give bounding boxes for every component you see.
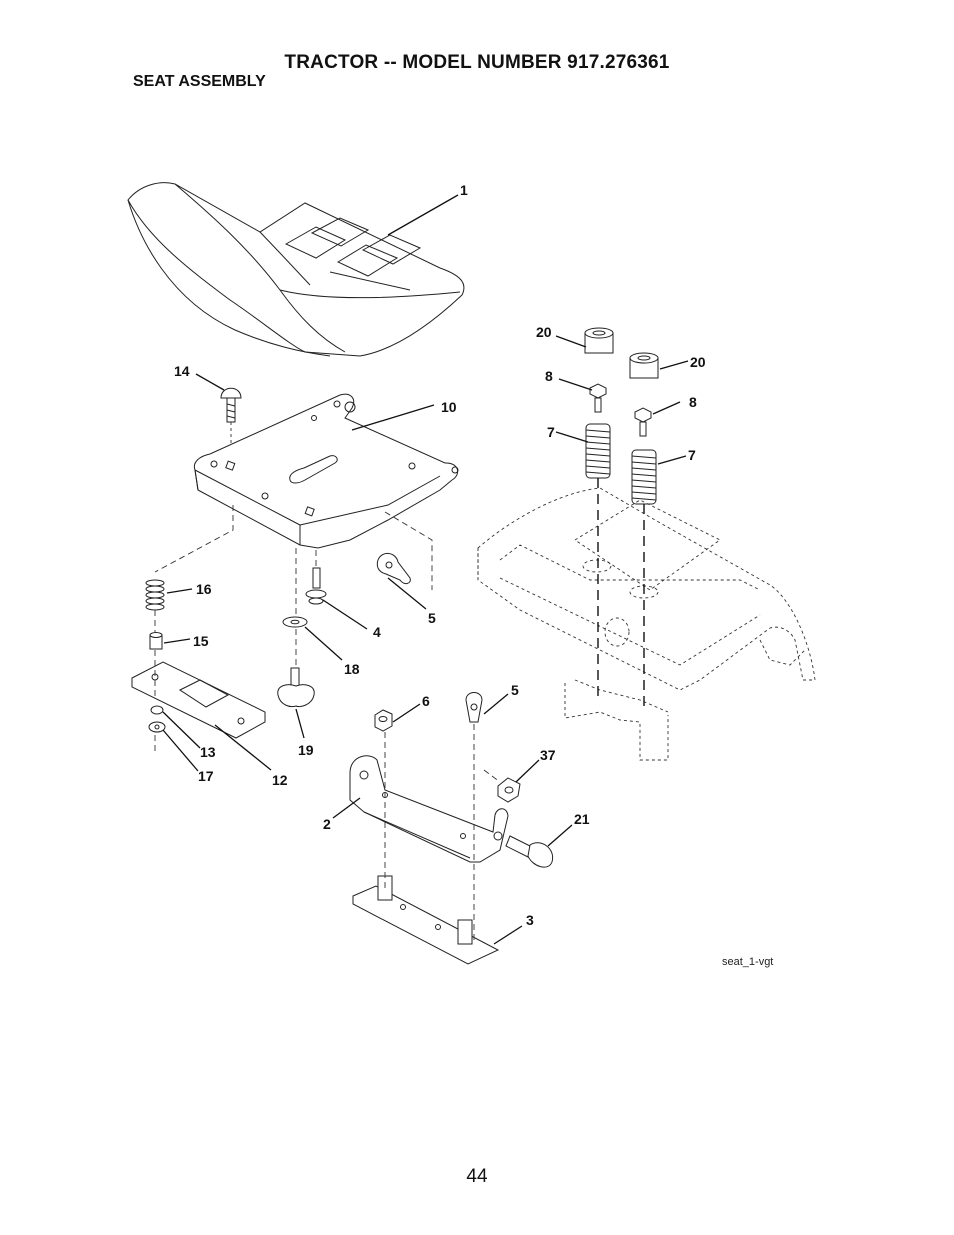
part-spacer <box>149 632 163 650</box>
leader-37 <box>515 759 540 783</box>
leader-10 <box>351 404 435 431</box>
leader-12 <box>214 724 272 771</box>
leader-18 <box>304 626 343 661</box>
leader-16 <box>166 588 193 594</box>
leader-20-left <box>555 335 587 348</box>
leader-3 <box>493 925 523 945</box>
part-clip-lower <box>465 692 483 723</box>
callout-5-lower: 5 <box>511 682 519 698</box>
callout-13: 13 <box>200 744 216 760</box>
callout-1: 1 <box>460 182 468 198</box>
diagram-file-code: seat_1-vgt <box>722 956 773 968</box>
leader-7-right <box>657 455 687 465</box>
part-spring-right <box>631 449 657 505</box>
leader-1 <box>387 194 459 236</box>
callout-3: 3 <box>526 912 534 928</box>
leader-7-left <box>555 431 589 443</box>
part-spring-left <box>585 423 611 479</box>
leader-15 <box>163 638 191 644</box>
tractor-frame-phantom <box>477 487 816 761</box>
leader-17 <box>162 729 199 772</box>
leader-13 <box>162 711 201 749</box>
part-seat-plate <box>193 393 459 549</box>
leader-8-left <box>558 378 593 391</box>
leader-21 <box>547 824 573 847</box>
part-clip-upper <box>376 553 411 585</box>
leader-5-upper <box>387 577 427 610</box>
callout-5-upper: 5 <box>428 610 436 626</box>
part-hex-nut <box>374 709 393 732</box>
part-base-plate <box>352 875 500 965</box>
callout-37: 37 <box>540 747 556 763</box>
leader-4 <box>322 599 368 630</box>
callout-10: 10 <box>441 399 457 415</box>
assembly-axis-lines <box>154 478 645 940</box>
page-title: TRACTOR -- MODEL NUMBER 917.276361 <box>284 52 670 73</box>
callout-14: 14 <box>174 363 190 379</box>
part-nut-small <box>148 705 166 733</box>
callout-4: 4 <box>373 624 381 640</box>
callout-7-right: 7 <box>688 447 696 463</box>
leader-2 <box>332 797 361 819</box>
part-spring-small <box>145 579 165 611</box>
part-lock-nut <box>497 777 521 803</box>
callout-7-left: 7 <box>547 424 555 440</box>
callout-21: 21 <box>574 811 590 827</box>
part-washer <box>282 616 308 628</box>
part-bracket-plate <box>131 661 266 739</box>
part-knob <box>277 667 315 708</box>
callout-17: 17 <box>198 768 214 784</box>
leader-14 <box>195 373 225 391</box>
part-shoulder-bolt <box>305 567 327 605</box>
part-bolt-left <box>589 383 607 413</box>
callout-18: 18 <box>344 661 360 677</box>
page-number: 44 <box>466 1166 488 1187</box>
callout-6: 6 <box>422 693 430 709</box>
leader-19 <box>295 708 305 739</box>
callout-8-right: 8 <box>689 394 697 410</box>
callout-19: 19 <box>298 742 314 758</box>
callout-8-left: 8 <box>545 368 553 384</box>
part-carriage-bolt <box>220 387 242 465</box>
section-subtitle: SEAT ASSEMBLY <box>133 73 266 90</box>
leader-8-right <box>652 401 681 415</box>
part-bushing-right <box>629 352 659 379</box>
callout-15: 15 <box>193 633 209 649</box>
leader-5-lower <box>483 693 509 715</box>
part-bolt-right <box>634 407 652 437</box>
callout-2: 2 <box>323 816 331 832</box>
callout-20-left: 20 <box>536 324 552 340</box>
callout-20-right: 20 <box>690 354 706 370</box>
leader-6 <box>392 703 421 723</box>
leader-20-right <box>659 360 689 370</box>
part-bushing-left <box>584 327 614 354</box>
part-pivot-bracket <box>349 755 509 863</box>
part-shoulder-bolt-21 <box>505 835 554 868</box>
callout-12: 12 <box>272 772 288 788</box>
callout-16: 16 <box>196 581 212 597</box>
part-seat <box>127 182 465 357</box>
